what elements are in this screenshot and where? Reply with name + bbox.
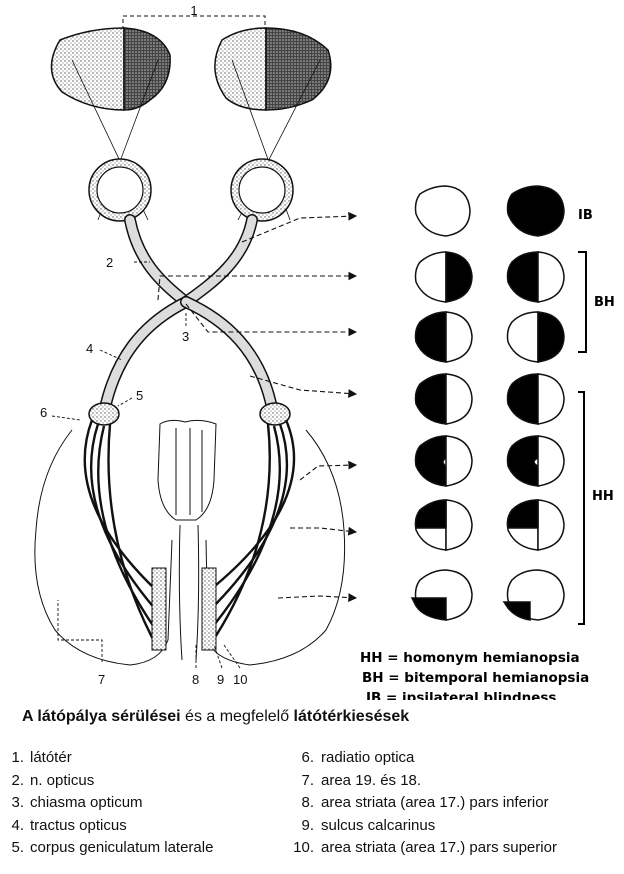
abbr-bh: BH = bitemporal hemianopsia (362, 670, 589, 686)
lateral-geniculate-bodies (88, 402, 291, 426)
defect-hh-2-left (414, 435, 473, 487)
legend-text: n. opticus (30, 771, 95, 789)
abbr-ib: IB = ipsilateral blindness (366, 690, 556, 700)
label-7: 7 (98, 672, 105, 687)
label-3: 3 (182, 329, 189, 344)
right-eye (230, 158, 294, 222)
legend-item: 2. n. opticus (8, 770, 213, 793)
legend-number: 7. (301, 771, 314, 789)
defect-bh-right-2 (506, 311, 565, 363)
legend-text: area striata (area 17.) pars superior (321, 839, 557, 856)
label-9: 9 (217, 672, 224, 687)
tag-bh: BH (594, 295, 615, 310)
legend-number: 8. (301, 794, 314, 811)
defect-bh-left-2 (414, 311, 473, 363)
legend-text: tractus opticus (30, 816, 127, 834)
defect-hh-3-left (414, 499, 473, 551)
label-10: 10 (233, 672, 247, 687)
label-leaders (51, 261, 241, 669)
defect-hh-4-left (410, 569, 473, 621)
tag-hh: HH (592, 489, 614, 504)
legend-text: radiatio optica (321, 749, 415, 766)
legend-item: 7. area 19. és 18. (288, 770, 557, 793)
legend-text: chiasma opticum (30, 794, 143, 811)
legend-item: 8. area striata (area 17.) pars inferior (288, 792, 557, 815)
label-5: 5 (136, 388, 143, 403)
defect-hh-1-left (414, 373, 473, 425)
legend-item: 6. radiatio optica (288, 747, 557, 770)
caption-part-3: látótérkiesések (293, 708, 410, 725)
defect-hh-3-right (506, 499, 565, 551)
defect-hh-2-right (506, 435, 565, 487)
legend-number: 1. (11, 749, 24, 766)
legend-item: 10. area striata (area 17.) pars superior (288, 837, 557, 860)
legend-text: area striata (area 17.) pars inferior (321, 794, 549, 811)
label-6: 6 (40, 405, 47, 420)
legend-text: area 19. és 18. (321, 771, 422, 789)
occipital-lobes (34, 429, 346, 666)
left-eye (88, 158, 152, 222)
legend-left-column: 1. látótér 2. n. opticus 3. chiasma opticum… (8, 747, 213, 860)
legend-text: corpus geniculatum laterale (30, 839, 214, 856)
legend-item: 4. tractus opticus (8, 815, 213, 838)
legend-item: 1. látótér (8, 747, 213, 770)
defect-normal (414, 185, 471, 237)
legend-right-column: 6. radiatio optica 7. area 19. és 18. 8. ar… (288, 747, 557, 860)
defect-ipsilateral-blindness (506, 185, 565, 237)
right-visual-field (214, 27, 332, 111)
legend-number: 2. (11, 771, 24, 789)
defect-bh-left-1 (414, 251, 473, 303)
legend-number: 10. (293, 839, 314, 856)
defect-hh-1-right (506, 373, 565, 425)
label-2: 2 (106, 255, 113, 270)
legend-number: 3. (11, 794, 24, 811)
visual-field-bracket (122, 15, 266, 30)
defect-hh-4-right (502, 569, 565, 621)
brainstem (157, 419, 217, 521)
legend-number: 4. (11, 816, 24, 834)
legend-text: sulcus calcarinus (321, 816, 436, 834)
legend-number: 5. (11, 839, 24, 856)
abbreviation-key: HH = homonym hemianopsia BH = bitemporal… (360, 650, 589, 700)
visual-cortex (151, 567, 217, 651)
legend-item: 5. corpus geniculatum laterale (8, 837, 213, 860)
label-1: 1 (190, 3, 197, 18)
label-4: 4 (86, 341, 93, 356)
optic-tracts (99, 296, 278, 414)
legend-number: 9. (301, 816, 314, 834)
left-visual-field (50, 27, 171, 111)
visual-field-defects (410, 185, 565, 621)
abbr-hh: HH = homonym hemianopsia (360, 650, 580, 666)
number-labels: 1 2 3 4 5 6 7 8 9 10 (40, 3, 247, 687)
defect-brackets (578, 251, 587, 625)
optic-radiations (83, 419, 296, 646)
visual-pathway-diagram: 1 2 3 4 5 6 7 8 9 10 (34, 3, 615, 700)
legend-number: 6. (301, 749, 314, 766)
caption-part-2: és a megfelelő (180, 708, 294, 725)
legend-text: látótér (30, 749, 72, 766)
label-8: 8 (192, 672, 199, 687)
defect-bh-right-1 (506, 251, 565, 303)
legend-item: 3. chiasma opticum (8, 792, 213, 815)
optic-nerves (124, 214, 258, 308)
tag-ib: IB (578, 208, 593, 223)
legend-item: 9. sulcus calcarinus (288, 815, 557, 838)
lesion-arrows (157, 211, 358, 602)
caption-part-1: A látópálya sérülései (22, 708, 181, 725)
figure-caption: A látópálya sérülései és a megfelelő lát… (22, 708, 409, 726)
